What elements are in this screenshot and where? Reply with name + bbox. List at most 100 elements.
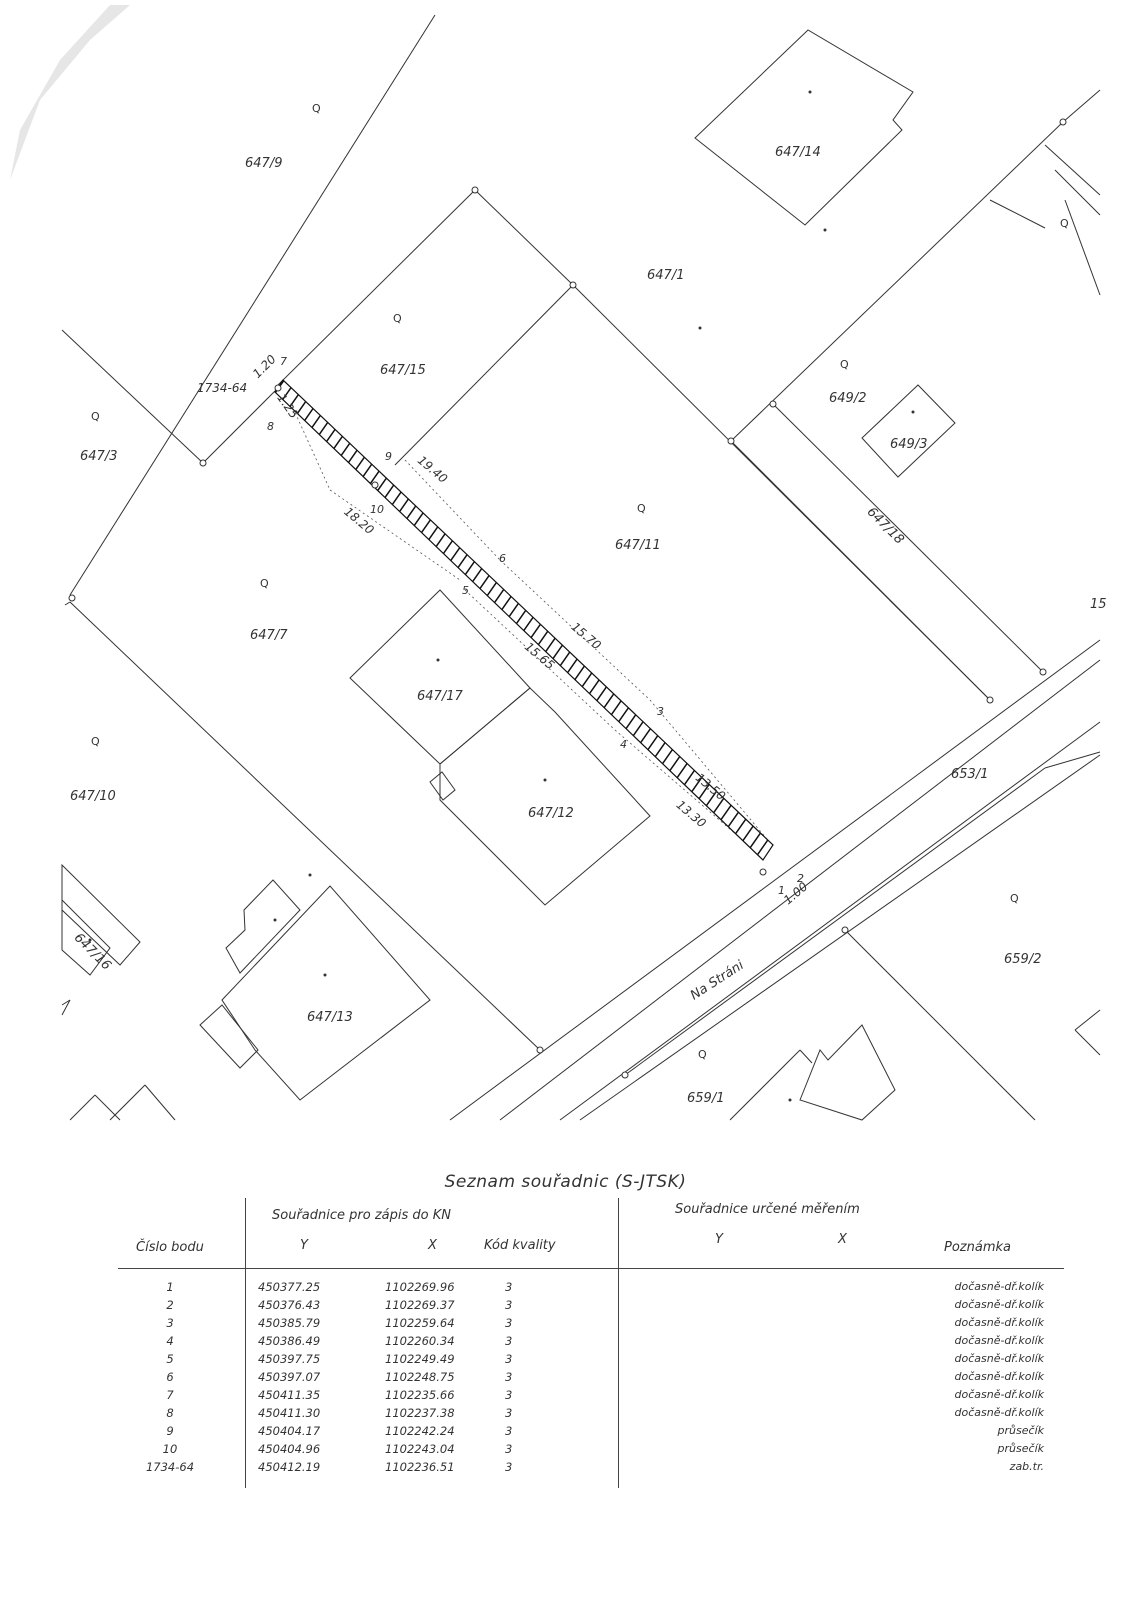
cell-note: dočasně-dř.kolík bbox=[954, 1280, 1044, 1293]
measurement-lines bbox=[284, 389, 773, 856]
svg-text:19.40: 19.40 bbox=[415, 453, 451, 486]
parcel-label: 647/15 bbox=[380, 363, 426, 378]
cell-y: 450404.96 bbox=[258, 1442, 321, 1456]
parcel-labels: 647/9 647/14 647/1 647/15 649/2 649/3 64… bbox=[70, 145, 1107, 1106]
svg-text:1.00: 1.00 bbox=[781, 879, 811, 907]
cell-k: 3 bbox=[505, 1424, 513, 1438]
parcel-label: 647/11 bbox=[615, 538, 661, 553]
q-mark: Q bbox=[312, 102, 321, 115]
cell-num: 3 bbox=[166, 1316, 174, 1330]
cell-k: 3 bbox=[505, 1352, 513, 1366]
cell-note: průsečík bbox=[997, 1442, 1044, 1455]
cell-k: 3 bbox=[505, 1316, 513, 1330]
cell-x: 1102237.38 bbox=[385, 1406, 455, 1420]
header-measured-y: Y bbox=[715, 1232, 723, 1247]
parcel-label: 647/9 bbox=[245, 156, 282, 171]
header-note: Poznámka bbox=[944, 1240, 1011, 1255]
cell-x: 1102248.75 bbox=[385, 1370, 455, 1384]
cell-y: 450412.19 bbox=[258, 1460, 321, 1474]
q-mark: Q bbox=[393, 312, 402, 325]
cell-x: 1102243.04 bbox=[385, 1442, 455, 1456]
parcel-label: 659/2 bbox=[1004, 952, 1041, 967]
cell-note: dočasně-dř.kolík bbox=[954, 1334, 1044, 1347]
survey-points bbox=[68, 118, 1067, 1079]
svg-text:8: 8 bbox=[267, 420, 274, 433]
cell-num: 7 bbox=[166, 1388, 174, 1402]
boundary-point-label: 1734-64 bbox=[197, 381, 247, 395]
cell-k: 3 bbox=[505, 1334, 513, 1348]
cell-note: průsečík bbox=[997, 1424, 1044, 1437]
q-mark: Q bbox=[260, 577, 269, 590]
parcel-label: 647/1 bbox=[647, 268, 684, 283]
q-mark: Q bbox=[1010, 892, 1019, 905]
cell-num: 9 bbox=[166, 1424, 174, 1438]
cell-note: dočasně-dř.kolík bbox=[954, 1406, 1044, 1419]
q-mark: Q bbox=[91, 735, 100, 748]
svg-text:4: 4 bbox=[620, 738, 627, 751]
boundary-marks bbox=[88, 90, 915, 1102]
parcel-label: 647/17 bbox=[417, 689, 463, 704]
cell-k: 3 bbox=[505, 1388, 513, 1402]
cell-x: 1102269.96 bbox=[385, 1280, 455, 1294]
cell-num: 2 bbox=[166, 1298, 174, 1312]
cell-num: 10 bbox=[162, 1442, 178, 1456]
cell-k: 3 bbox=[505, 1442, 513, 1456]
q-mark: Q bbox=[840, 358, 849, 371]
coordinate-table: Seznam souřadnic (S-JTSK) Souřadnice pro… bbox=[0, 1160, 1131, 1600]
cell-y: 450376.43 bbox=[258, 1298, 321, 1312]
cell-k: 3 bbox=[505, 1370, 513, 1384]
parcel-label: 647/3 bbox=[80, 449, 117, 464]
parcel-label: 647/13 bbox=[307, 1010, 353, 1025]
q-mark: Q bbox=[1060, 217, 1069, 230]
header-group-measured: Souřadnice určené měřením bbox=[675, 1202, 860, 1217]
cell-y: 450385.79 bbox=[258, 1316, 321, 1330]
svg-text:7: 7 bbox=[280, 355, 287, 368]
q-mark: Q bbox=[91, 410, 100, 423]
cell-num: 4 bbox=[166, 1334, 174, 1348]
svg-text:9: 9 bbox=[385, 450, 392, 463]
parcel-label: 647/14 bbox=[775, 145, 821, 160]
svg-text:6: 6 bbox=[499, 552, 506, 565]
table-title: Seznam souřadnic (S-JTSK) bbox=[444, 1172, 687, 1192]
table-row: 10 450404.96 1102243.04 3 průsečík bbox=[0, 1442, 1131, 1460]
cell-k: 3 bbox=[505, 1280, 513, 1294]
cell-y: 450404.17 bbox=[258, 1424, 321, 1438]
cell-x: 1102236.51 bbox=[385, 1460, 455, 1474]
parcel-label: 647/18 bbox=[864, 505, 907, 548]
cell-y: 450397.07 bbox=[258, 1370, 321, 1384]
header-y: Y bbox=[300, 1238, 308, 1253]
cell-note: dočasně-dř.kolík bbox=[954, 1388, 1044, 1401]
header-x: X bbox=[428, 1238, 437, 1253]
cell-num: 1734-64 bbox=[145, 1460, 195, 1474]
cell-y: 450411.35 bbox=[258, 1388, 321, 1402]
cell-note: zab.tr. bbox=[1009, 1460, 1044, 1473]
cell-num: 6 bbox=[166, 1370, 174, 1384]
column-divider bbox=[245, 1198, 246, 1488]
cell-num: 8 bbox=[166, 1406, 174, 1420]
parcel-label: 649/3 bbox=[890, 437, 927, 452]
parcel-label: 647/12 bbox=[528, 806, 574, 821]
svg-text:10: 10 bbox=[370, 503, 384, 516]
header-quality: Kód kvality bbox=[484, 1238, 556, 1253]
cell-y: 450377.25 bbox=[258, 1280, 321, 1294]
header-group-kn: Souřadnice pro zápis do KN bbox=[272, 1208, 451, 1223]
cell-num: 5 bbox=[166, 1352, 174, 1366]
easement-strip bbox=[274, 379, 774, 861]
cell-x: 1102260.34 bbox=[385, 1334, 455, 1348]
q-mark: Q bbox=[637, 502, 646, 515]
svg-text:1.20: 1.20 bbox=[250, 352, 279, 381]
scan-artifact bbox=[10, 5, 130, 180]
svg-text:3: 3 bbox=[657, 705, 664, 718]
parcel-label: 15 bbox=[1090, 597, 1107, 612]
header-measured-x: X bbox=[838, 1232, 847, 1247]
cell-x: 1102259.64 bbox=[385, 1316, 455, 1330]
svg-text:1: 1 bbox=[778, 884, 785, 897]
point-numbers: 1 2 3 4 5 6 7 8 9 10 bbox=[267, 355, 804, 897]
parcel-boundaries bbox=[61, 14, 1101, 1121]
